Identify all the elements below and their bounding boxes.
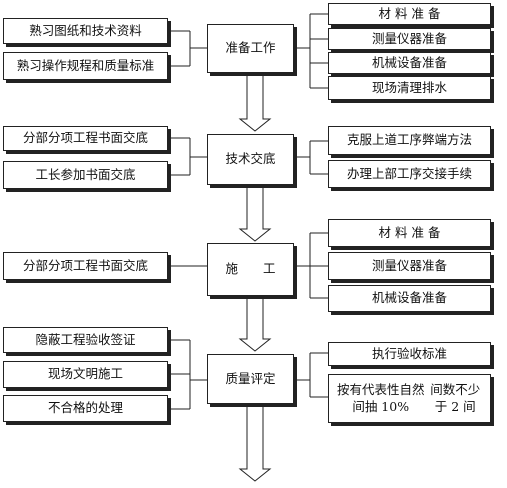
right-prep-3: 机械设备准备 bbox=[328, 52, 491, 74]
right-connectors bbox=[294, 13, 328, 398]
right-quality-2-line-2: 间数不少于 2 间 bbox=[430, 381, 481, 414]
right-quality-1: 执行验收标准 bbox=[328, 342, 491, 366]
left-connectors bbox=[168, 30, 207, 410]
right-tech-1: 克服上道工序弊端方法 bbox=[328, 126, 491, 155]
right-prep-2: 测量仪器准备 bbox=[328, 28, 491, 50]
right-build-3: 机械设备准备 bbox=[328, 285, 491, 312]
right-quality-2: 按有代表性自然间抽 10% 间数不少于 2 间 bbox=[328, 374, 491, 423]
stage-quality: 质量评定 bbox=[207, 354, 294, 404]
left-prep-1: 熟习图纸和技术资料 bbox=[3, 18, 168, 44]
right-prep-1: 材 料 准 备 bbox=[328, 3, 491, 25]
right-prep-4: 现场清理排水 bbox=[328, 76, 491, 100]
left-prep-2: 熟习操作规程和质量标准 bbox=[3, 52, 168, 80]
down-arrow-1 bbox=[238, 72, 272, 132]
left-quality-2: 现场文明施工 bbox=[3, 361, 168, 388]
left-quality-3: 不合格的处理 bbox=[3, 395, 168, 422]
down-arrow-2 bbox=[238, 184, 272, 242]
left-build-1: 分部分项工程书面交底 bbox=[3, 252, 168, 280]
stage-tech: 技术交底 bbox=[207, 134, 294, 185]
down-arrow-4 bbox=[238, 403, 272, 482]
down-arrow-3 bbox=[238, 295, 272, 352]
right-build-2: 测量仪器准备 bbox=[328, 252, 491, 280]
right-build-1: 材 料 准 备 bbox=[328, 219, 491, 247]
left-tech-1: 分部分项工程书面交底 bbox=[3, 126, 168, 151]
stage-build: 施 工 bbox=[207, 243, 294, 296]
left-quality-1: 隐蔽工程验收签证 bbox=[3, 327, 168, 353]
right-tech-2: 办理上部工序交接手续 bbox=[328, 160, 491, 188]
right-quality-2-line-1: 按有代表性自然间抽 10% bbox=[336, 381, 425, 414]
left-tech-2: 工长参加书面交底 bbox=[3, 161, 168, 189]
stage-prep: 准备工作 bbox=[207, 24, 294, 73]
